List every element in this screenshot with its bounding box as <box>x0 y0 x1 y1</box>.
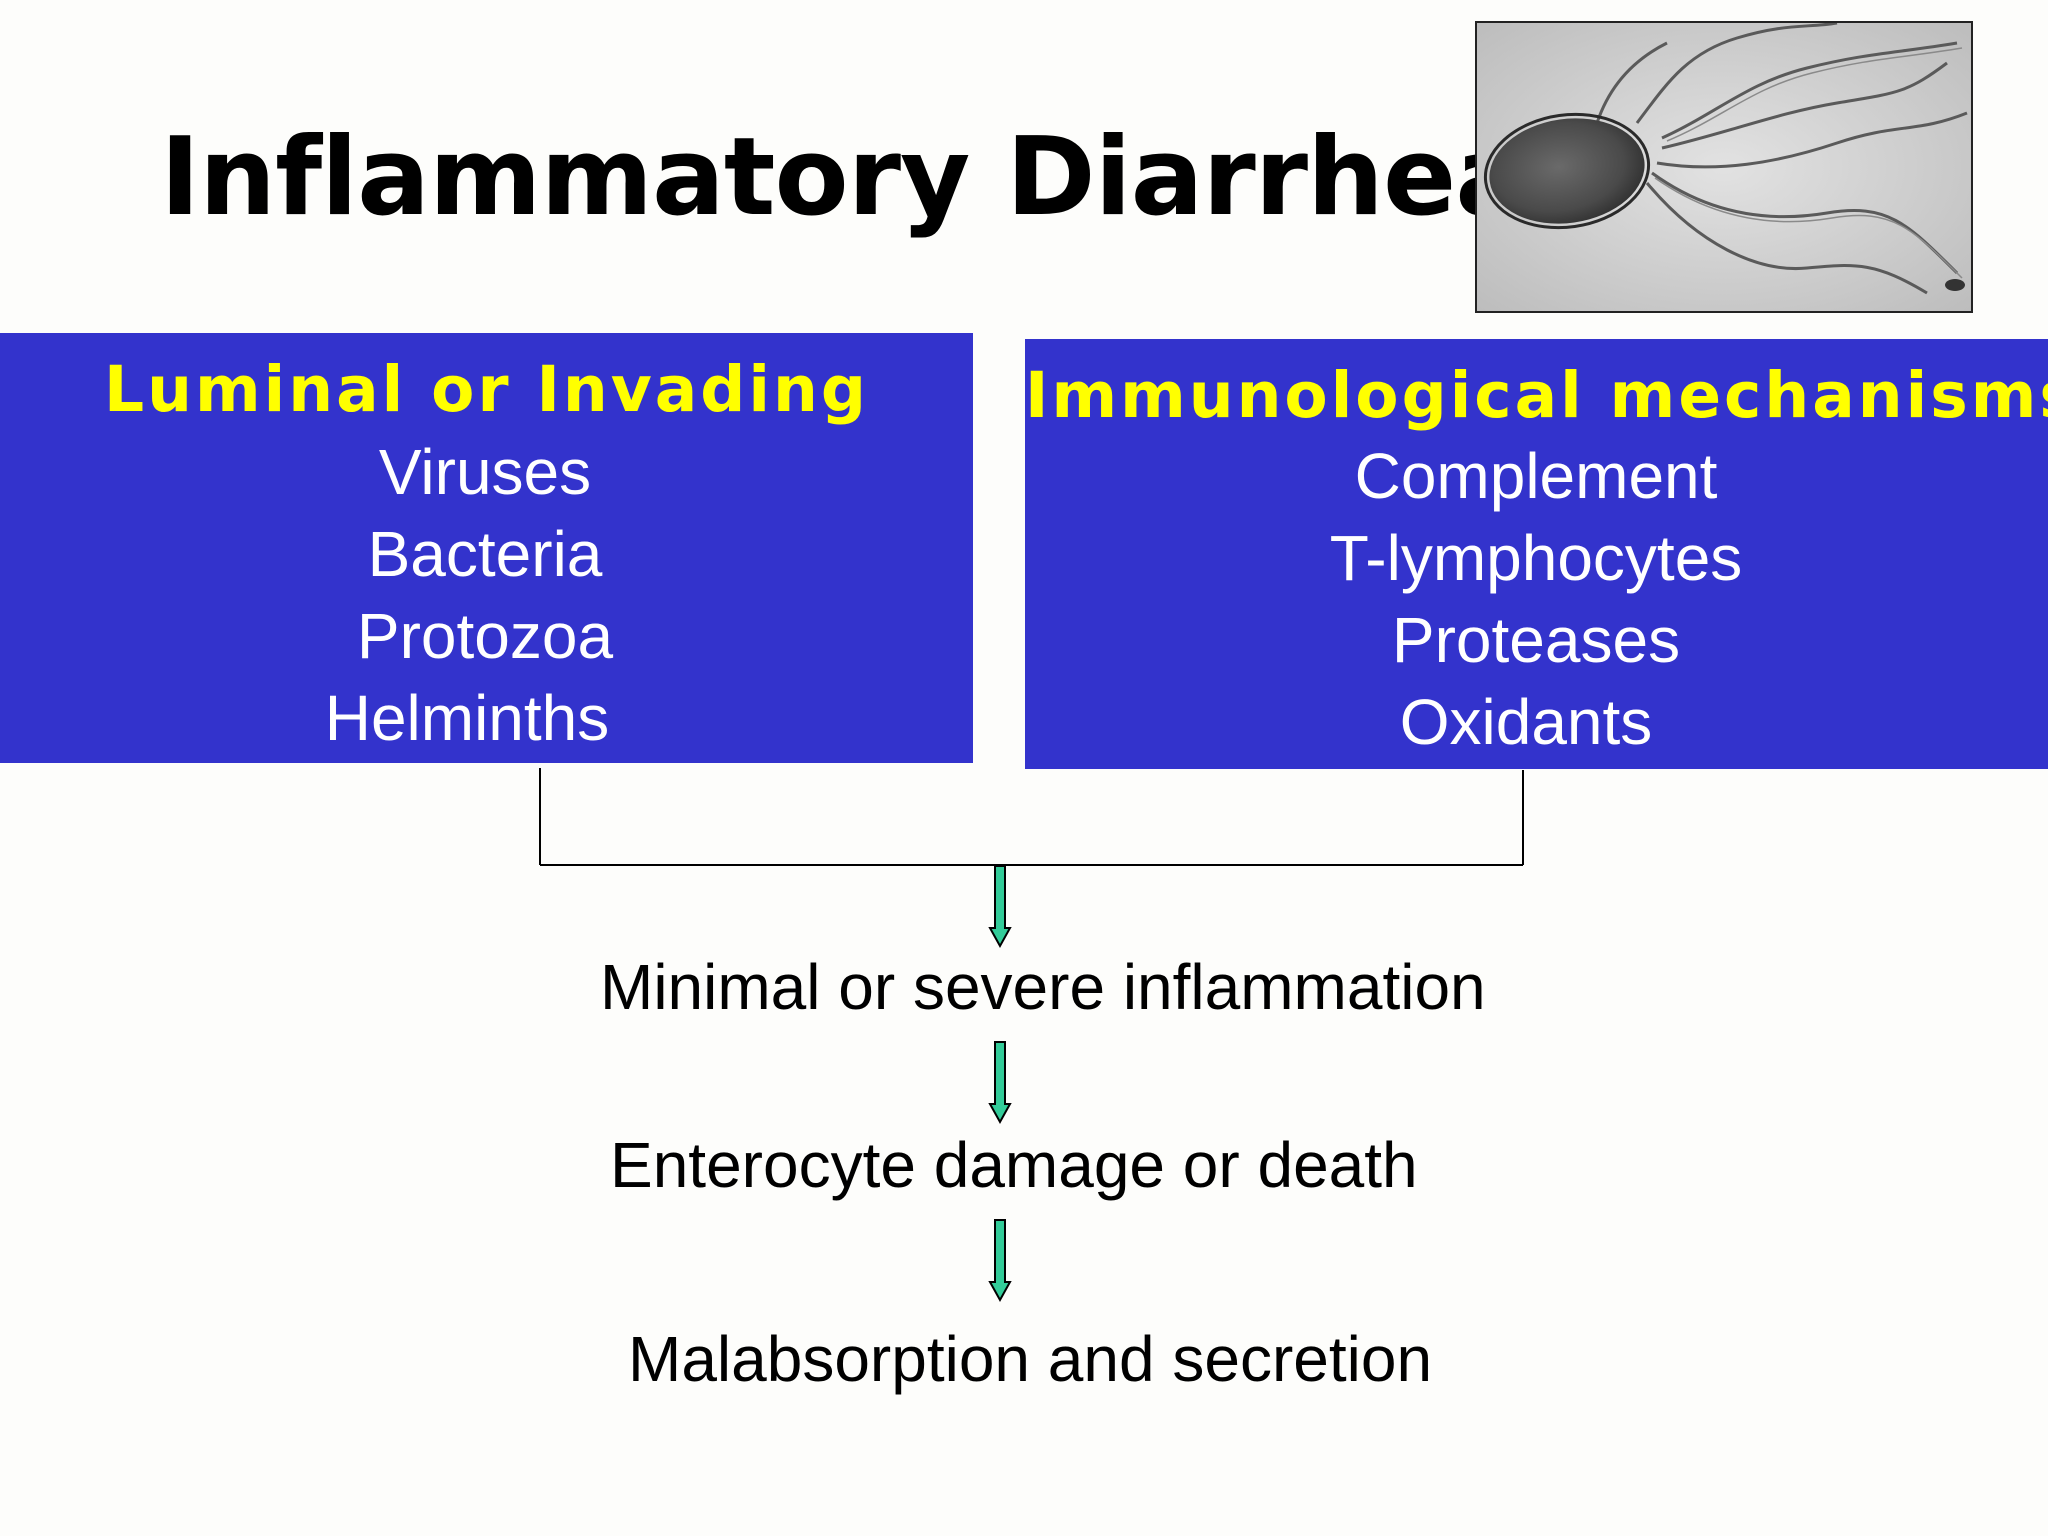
list-item-proteases: Proteases <box>1391 604 1681 676</box>
immunological-mechanisms-heading: Immunological mechanisms <box>1025 359 2048 432</box>
list-item-viruses: Viruses <box>378 436 592 508</box>
flow-step-inflammation: Minimal or severe inflammation <box>600 951 1486 1023</box>
flow-step-malabsorption: Malabsorption and secretion <box>628 1323 1433 1395</box>
bacterium-micrograph-icon <box>1475 21 1973 313</box>
list-item-bacteria: Bacteria <box>367 518 603 590</box>
immunological-mechanisms-box: Immunological mechanisms Complement T-ly… <box>1025 339 2048 769</box>
list-item-complement: Complement <box>1354 440 1718 512</box>
list-item-helminths: Helminths <box>324 682 610 754</box>
bracket-line <box>539 768 1524 866</box>
list-item-protozoa: Protozoa <box>356 600 614 672</box>
luminal-invading-heading: Luminal or Invading <box>104 353 869 426</box>
down-arrow-icon <box>988 1041 1012 1125</box>
slide-title: Inflammatory Diarrhea <box>160 115 1528 240</box>
down-arrow-icon <box>988 865 1012 949</box>
list-item-t-lymphocytes: T-lymphocytes <box>1329 522 1743 594</box>
flow-step-enterocyte-damage: Enterocyte damage or death <box>610 1129 1418 1201</box>
list-item-oxidants: Oxidants <box>1399 686 1653 758</box>
down-arrow-icon <box>988 1219 1012 1303</box>
luminal-invading-box: Luminal or Invading Viruses Bacteria Pro… <box>0 333 973 763</box>
